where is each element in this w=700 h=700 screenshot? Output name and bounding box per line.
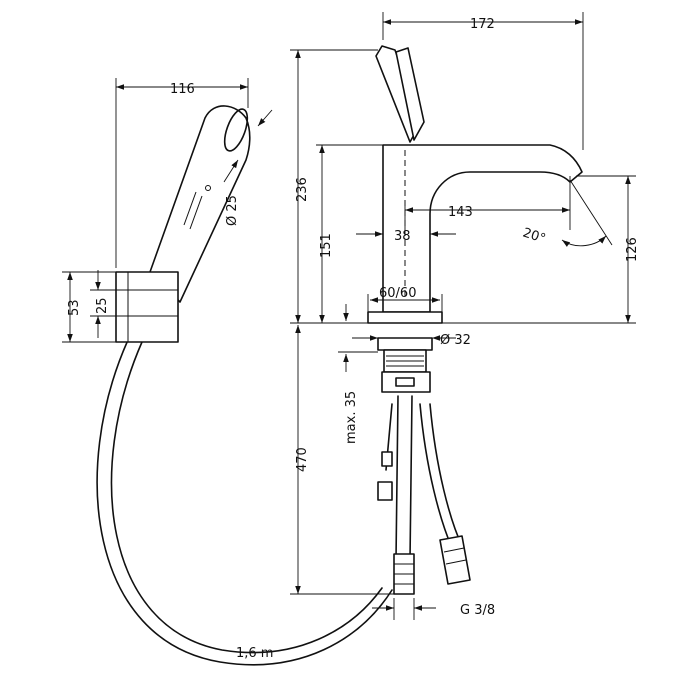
label-hole: Ø 32 — [440, 333, 471, 348]
hand-shower — [149, 105, 251, 303]
label-shower-diameter: Ø 25 — [225, 195, 240, 226]
shower-holder — [115, 271, 179, 343]
mounting-assembly — [377, 337, 471, 595]
label-172: 172 — [470, 17, 495, 32]
label-hose-length: 1,6 m — [236, 646, 273, 661]
label-116: 116 — [170, 82, 195, 97]
label-max-thickness: max. 35 — [344, 391, 359, 444]
label-143: 143 — [448, 205, 473, 220]
label-151: 151 — [319, 233, 334, 258]
label-236: 236 — [295, 177, 310, 202]
dimension-lines — [62, 12, 636, 620]
label-38: 38 — [394, 229, 411, 244]
label-base: 60/60 — [379, 286, 416, 301]
label-angle: 20° — [521, 226, 548, 247]
label-126: 126 — [625, 237, 640, 262]
faucet-body — [367, 45, 583, 324]
label-thread: G 3/8 — [460, 603, 495, 618]
label-25: 25 — [95, 297, 110, 314]
dimension-labels: 172 116 Ø 25 236 151 126 143 38 20° 60/6… — [67, 17, 640, 661]
label-470: 470 — [295, 447, 310, 472]
label-53: 53 — [67, 299, 82, 316]
shower-hose — [96, 339, 393, 666]
